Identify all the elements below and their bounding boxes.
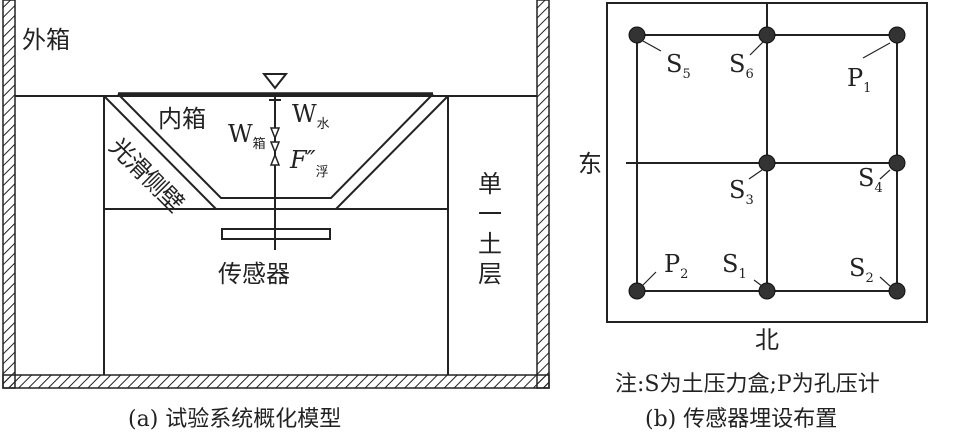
box-weight-label: W箱	[228, 120, 266, 152]
sensor-label-s4: S4	[858, 164, 883, 196]
sensor-label-s3: S3	[729, 176, 754, 208]
soil-layer-char: 单	[478, 170, 502, 198]
sensor-label-p2: P2	[664, 250, 688, 282]
water-level-icon	[261, 73, 289, 90]
soil-layer-char: 土	[478, 230, 502, 258]
north-label: 北	[755, 326, 779, 354]
arrow-down-icon	[269, 127, 281, 141]
outer-box-left-wall	[2, 0, 16, 389]
sensor-dots	[628, 26, 906, 300]
sensor-dot-s1	[758, 282, 776, 300]
inner-box-label: 内箱	[158, 105, 206, 133]
caption-a: (a) 试验系统概化模型	[128, 407, 341, 432]
buoyancy-label: F″浮	[289, 146, 329, 180]
smooth-side-wall-label: 光滑侧壁	[104, 132, 189, 217]
soil-layer-char: 层	[478, 260, 502, 288]
sensor-label-s5: S5	[666, 50, 691, 82]
east-label: 东	[578, 150, 602, 178]
soil-layer-char: 一	[478, 200, 502, 228]
sensor-label-s1: S1	[722, 250, 747, 282]
sensor-dot-s6	[758, 26, 776, 44]
leader-lines	[642, 40, 891, 287]
caption-b: (b) 传感器埋设布置	[645, 407, 837, 432]
sensor-label: 传感器	[218, 260, 290, 288]
outer-box-right-wall	[536, 0, 550, 389]
test-system-model: 外箱 内箱 W水 W箱 F″浮 光滑侧壁 传感器 单 一 土 层 (a) 试验系…	[2, 0, 550, 432]
outer-box-bottom	[2, 374, 550, 389]
sensor-label-s6: S6	[729, 50, 754, 82]
sensor-layout: S5 S6 P1 S3 S4 P2 S1 S2 东 北 注:S为土压力盒;P为孔…	[578, 2, 928, 432]
arrow-down-icon	[269, 141, 281, 155]
sensor-dot-s2	[888, 282, 906, 300]
sensor-dot-s3	[758, 154, 776, 172]
sensor-label-p1: P1	[847, 64, 871, 96]
sensor-dot-p1	[888, 26, 906, 44]
soil-layer-label: 单 一 土 层	[478, 170, 502, 288]
outer-box-label: 外箱	[22, 26, 70, 54]
sensor-dot-p2	[628, 282, 646, 300]
water-weight-label: W水	[292, 100, 330, 132]
sensor-dot-s4	[888, 154, 906, 172]
legend-note: 注:S为土压力盒;P为孔压计	[615, 372, 880, 397]
sensor-dot-s5	[628, 26, 646, 44]
arrow-up-icon	[269, 152, 281, 166]
sensor-label-s2: S2	[849, 254, 874, 286]
